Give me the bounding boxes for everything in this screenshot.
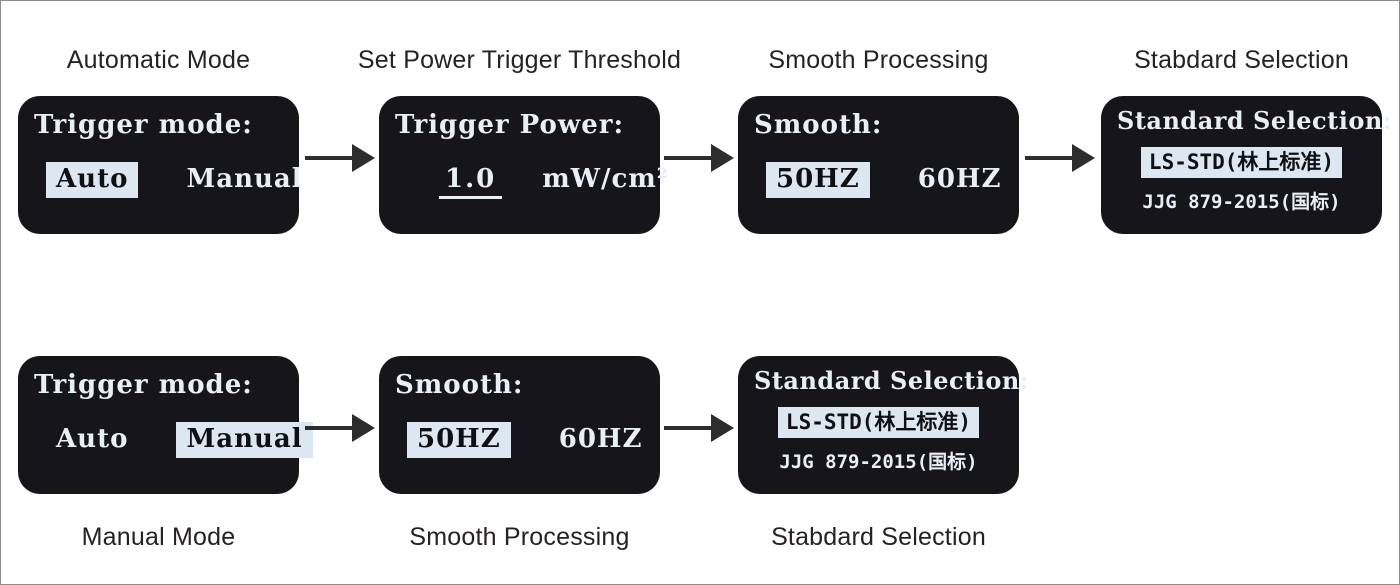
option-50hz-selected: 50HZ	[407, 422, 511, 458]
arrow-right-icon	[305, 144, 375, 172]
screen-title: Standard Selection:	[754, 366, 1030, 395]
caption-standard-selection-bottom: Stabdard Selection	[771, 523, 986, 551]
option-50hz-selected: 50HZ	[766, 162, 870, 198]
standard-alt-row: JJG 879-2015(国标)	[750, 447, 1007, 474]
screen-title: Trigger Power:	[395, 110, 625, 140]
screen-option-row: Auto Manual	[34, 162, 302, 198]
screen-value-row: 1.0 mW/cm²	[395, 164, 668, 199]
caption-smooth-processing-top: Smooth Processing	[768, 46, 989, 74]
option-jjg-standard: JJG 879-2015(国标)	[779, 451, 978, 473]
caption-manual-mode: Manual Mode	[81, 523, 236, 551]
screen-title: Smooth:	[754, 110, 883, 140]
device-screen-standard-selection-top: Standard Selection: LS-STD(林上标准) JJG 879…	[1101, 96, 1393, 234]
device-screen-trigger-power: Trigger Power: 1.0 mW/cm²	[379, 96, 668, 234]
caption-smooth-processing-bottom: Smooth Processing	[409, 523, 630, 551]
screen-option-row: 50HZ 60HZ	[754, 162, 1003, 198]
screen-option-row: 50HZ 60HZ	[395, 422, 644, 458]
screen-title: Trigger mode:	[34, 110, 253, 140]
screen-title: Smooth:	[395, 370, 524, 400]
option-auto-selected: Auto	[46, 162, 139, 198]
device-screen-trigger-mode-auto: Trigger mode: Auto Manual	[18, 96, 302, 234]
option-ls-std-selected: LS-STD(林上标准)	[1140, 147, 1343, 178]
arrow-head	[352, 144, 375, 172]
arrow-line	[305, 426, 352, 430]
option-manual-selected: Manual	[176, 422, 313, 458]
standard-option-row: LS-STD(林上标准)	[1113, 146, 1370, 178]
arrow-line	[664, 426, 711, 430]
arrow-right-icon	[1025, 144, 1095, 172]
arrow-right-icon	[305, 414, 375, 442]
arrow-right-icon	[664, 414, 734, 442]
device-screen-standard-selection-bottom: Standard Selection: LS-STD(林上标准) JJG 879…	[738, 356, 1030, 494]
option-60hz: 60HZ	[558, 424, 643, 454]
arrow-line	[664, 156, 711, 160]
arrow-line	[305, 156, 352, 160]
option-auto: Auto	[56, 424, 129, 454]
option-ls-std-selected: LS-STD(林上标准)	[777, 407, 980, 438]
device-screen-smooth-top: Smooth: 50HZ 60HZ	[738, 96, 1019, 234]
option-60hz: 60HZ	[917, 164, 1002, 194]
arrow-head	[352, 414, 375, 442]
arrow-head	[711, 144, 734, 172]
caption-standard-selection-top: Stabdard Selection	[1134, 46, 1349, 74]
arrow-head	[711, 414, 734, 442]
caption-set-power-trigger-threshold: Set Power Trigger Threshold	[357, 46, 682, 74]
trigger-power-value: 1.0	[439, 164, 503, 199]
device-screen-trigger-mode-manual: Trigger mode: Auto Manual	[18, 356, 313, 494]
caption-automatic-mode: Automatic Mode	[66, 46, 251, 74]
standard-option-row: LS-STD(林上标准)	[750, 406, 1007, 438]
option-manual: Manual	[186, 164, 303, 194]
trigger-power-unit: mW/cm²	[542, 164, 670, 194]
screen-title: Trigger mode:	[34, 370, 253, 400]
arrow-head	[1072, 144, 1095, 172]
standard-alt-row: JJG 879-2015(国标)	[1113, 187, 1370, 214]
screen-option-row: Auto Manual	[34, 422, 313, 458]
device-screen-smooth-bottom: Smooth: 50HZ 60HZ	[379, 356, 660, 494]
arrow-line	[1025, 156, 1072, 160]
option-jjg-standard: JJG 879-2015(国标)	[1142, 191, 1341, 213]
screen-title: Standard Selection:	[1117, 106, 1393, 135]
arrow-right-icon	[664, 144, 734, 172]
